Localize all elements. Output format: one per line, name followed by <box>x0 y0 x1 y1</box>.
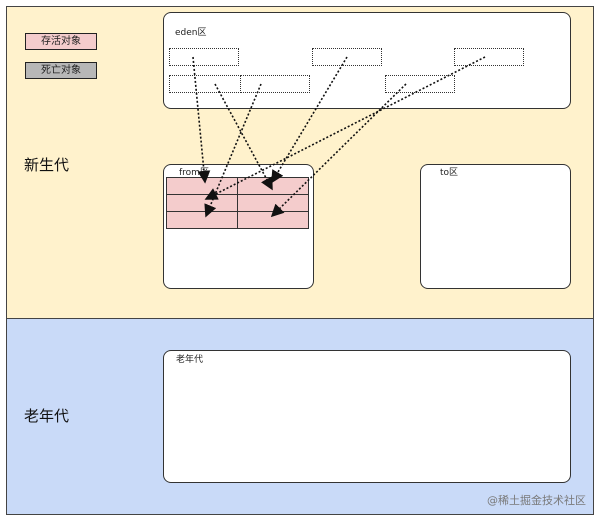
old-box-label: 老年代 <box>176 355 204 365</box>
eden-dead-object <box>312 48 382 66</box>
from-label: from区 <box>179 168 209 178</box>
copy-arrow <box>204 56 486 200</box>
eden-label: eden区 <box>175 28 207 38</box>
eden-dead-object <box>385 75 455 93</box>
eden-dead-object <box>454 48 524 66</box>
copy-arrow <box>271 56 348 184</box>
legend-alive-object: 存活对象 <box>25 33 97 50</box>
young-generation-label: 新生代 <box>24 156 70 174</box>
eden-dead-object <box>240 75 310 93</box>
copy-arrow <box>192 56 211 184</box>
legend-dead-object: 死亡对象 <box>25 62 97 79</box>
watermark: @稀土掘金技术社区 <box>487 494 586 507</box>
copy-arrow <box>204 83 262 218</box>
to-label: to区 <box>440 168 459 178</box>
old-generation-label: 老年代 <box>24 407 70 425</box>
eden-dead-object <box>169 48 239 66</box>
to-survivor-space <box>420 164 571 289</box>
copy-arrow <box>270 83 407 218</box>
old-generation-space <box>163 350 571 483</box>
